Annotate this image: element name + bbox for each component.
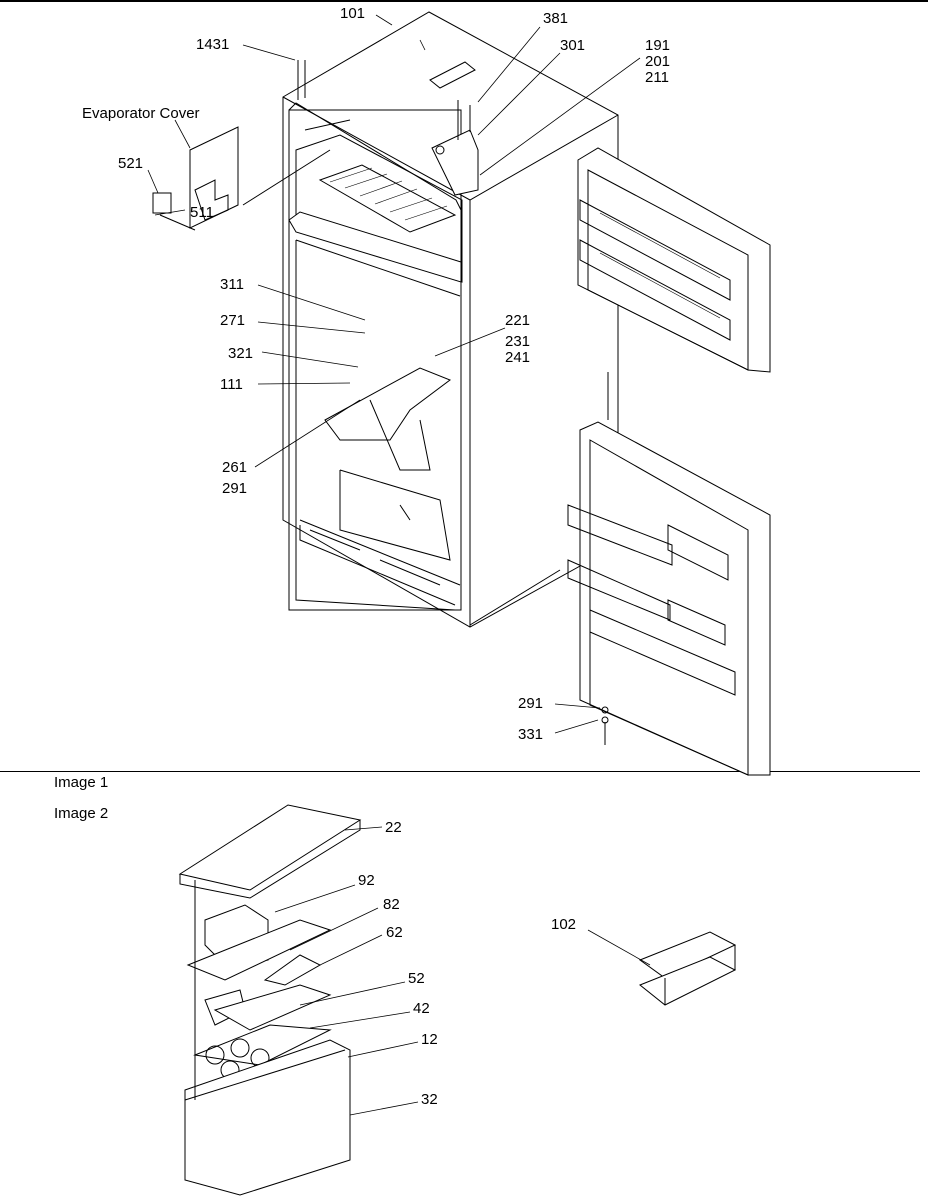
part-label-321: 321: [228, 345, 254, 362]
part-label-101: 101: [340, 5, 366, 22]
freezer-door-drawing: [577, 147, 771, 420]
part-label-221: 221: [505, 312, 531, 329]
top-hinge-drawing: [297, 60, 479, 196]
part-label-42: 42: [413, 1000, 430, 1017]
part-label-1431: 1431: [196, 36, 230, 53]
part-label-62: 62: [386, 924, 403, 941]
part-label-102: 102: [551, 916, 577, 933]
part-label-511: 511: [190, 204, 214, 221]
top-rule: [0, 0, 928, 2]
section-divider: [0, 771, 920, 772]
evaporator-cover-drawing: [152, 126, 331, 231]
fresh-food-door-drawing: [469, 421, 771, 776]
part-label-82: 82: [383, 896, 400, 913]
leader-lines: [147, 14, 651, 1116]
part-label-231: 231: [505, 333, 531, 350]
part-label-32: 32: [421, 1091, 438, 1108]
part-label-241: 241: [505, 349, 531, 366]
cabinet-drawing: [282, 11, 619, 628]
image-2-caption: Image 2: [54, 805, 109, 822]
part-label-211: 211: [645, 69, 669, 86]
part-label-381: 381: [543, 10, 569, 27]
part-label-331: 331: [518, 726, 544, 743]
part-label-22: 22: [385, 819, 402, 836]
part-label-12: 12: [421, 1031, 438, 1048]
part-label-92: 92: [358, 872, 375, 889]
part-label-261: 261: [222, 459, 248, 476]
part-label-311: 311: [220, 276, 244, 293]
part-label-291: 291: [222, 480, 248, 497]
part-label-52: 52: [408, 970, 425, 987]
part-label-111: 111: [220, 376, 243, 393]
part-label-301: 301: [560, 37, 586, 54]
accessories-drawing: [178, 804, 737, 1196]
part-label-201: 201: [645, 53, 671, 70]
part-label-191: 191: [645, 37, 671, 54]
image-1-caption: Image 1: [54, 774, 109, 791]
evaporator-cover-label: Evaporator Cover: [82, 105, 200, 122]
part-label-521: 521: [118, 155, 144, 172]
part-label-291-door: 291: [518, 695, 544, 712]
part-label-271: 271: [220, 312, 246, 329]
